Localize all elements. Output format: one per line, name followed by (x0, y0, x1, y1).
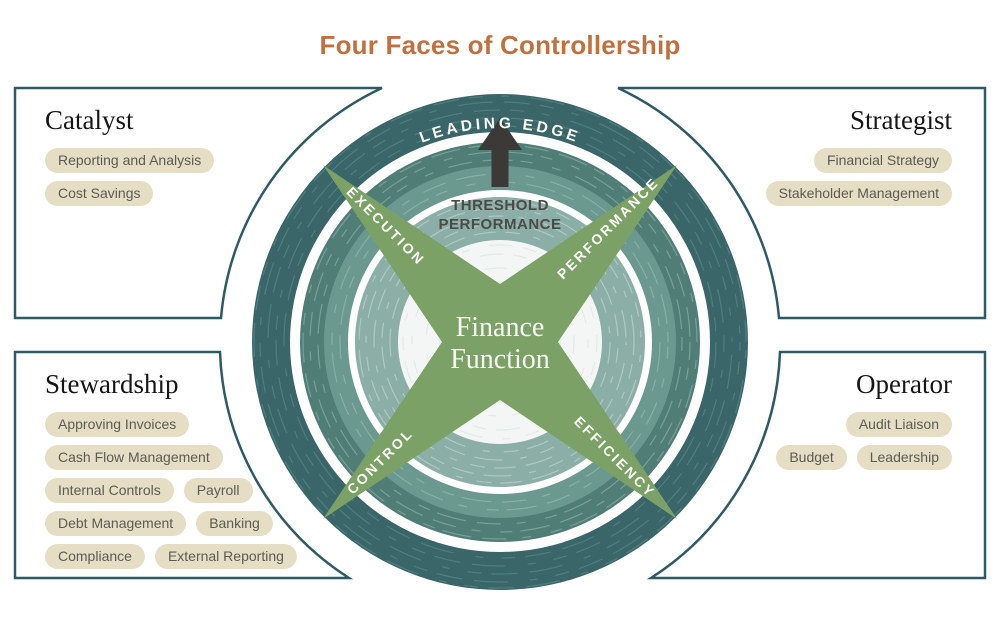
finance-line1: Finance (455, 312, 545, 343)
tag-pill: Audit Liaison (845, 412, 952, 438)
tag-pill: Cash Flow Management (45, 445, 223, 471)
tag-row: Audit Liaison (845, 412, 952, 438)
tag-pill: Stakeholder Management (765, 181, 952, 207)
tag-pill: Debt Management (45, 511, 187, 537)
tag-pill: Compliance (45, 544, 145, 570)
tag-pill: External Reporting (154, 544, 297, 570)
tag-pill: Cost Savings (45, 181, 154, 207)
stewardship-heading: Stewardship (45, 369, 179, 399)
finance-function-star (323, 165, 677, 519)
tag-pill: Leadership (856, 445, 952, 471)
up-arrow-icon (478, 118, 522, 187)
tag-row: Internal Controls Payroll (45, 478, 345, 504)
tag-row: Cost Savings (45, 181, 305, 207)
threshold-performance-label: THRESHOLD PERFORMANCE (400, 196, 600, 234)
tag-row: Cash Flow Management (45, 445, 345, 471)
tag-pill: Internal Controls (45, 478, 174, 504)
tag-row: Debt Management Banking (45, 511, 345, 537)
tag-row: Stakeholder Management (765, 181, 952, 207)
finance-function-label: Finance Function (400, 312, 600, 376)
strategist-heading: Strategist (850, 105, 952, 135)
threshold-line1: THRESHOLD (451, 197, 549, 214)
catalyst-box-outline (13, 86, 383, 320)
tag-row: Compliance External Reporting (45, 544, 345, 570)
tag-row: Approving Invoices (45, 412, 345, 438)
tag-row: Financial Strategy (813, 148, 952, 174)
tag-pill: Budget (776, 445, 847, 471)
tag-pill: Financial Strategy (813, 148, 952, 174)
operator-heading: Operator (856, 369, 952, 399)
threshold-line2: PERFORMANCE (438, 216, 562, 233)
finance-line2: Function (450, 344, 550, 375)
tag-pill: Payroll (183, 478, 253, 504)
tag-pill: Banking (196, 511, 273, 537)
tag-pill: Reporting and Analysis (45, 148, 215, 174)
catalyst-heading: Catalyst (45, 105, 134, 135)
tag-row: Budget Leadership (776, 445, 952, 471)
tag-pill: Approving Invoices (45, 412, 190, 438)
page-title: Four Faces of Controllership (319, 30, 681, 60)
tag-row: Reporting and Analysis (45, 148, 305, 174)
